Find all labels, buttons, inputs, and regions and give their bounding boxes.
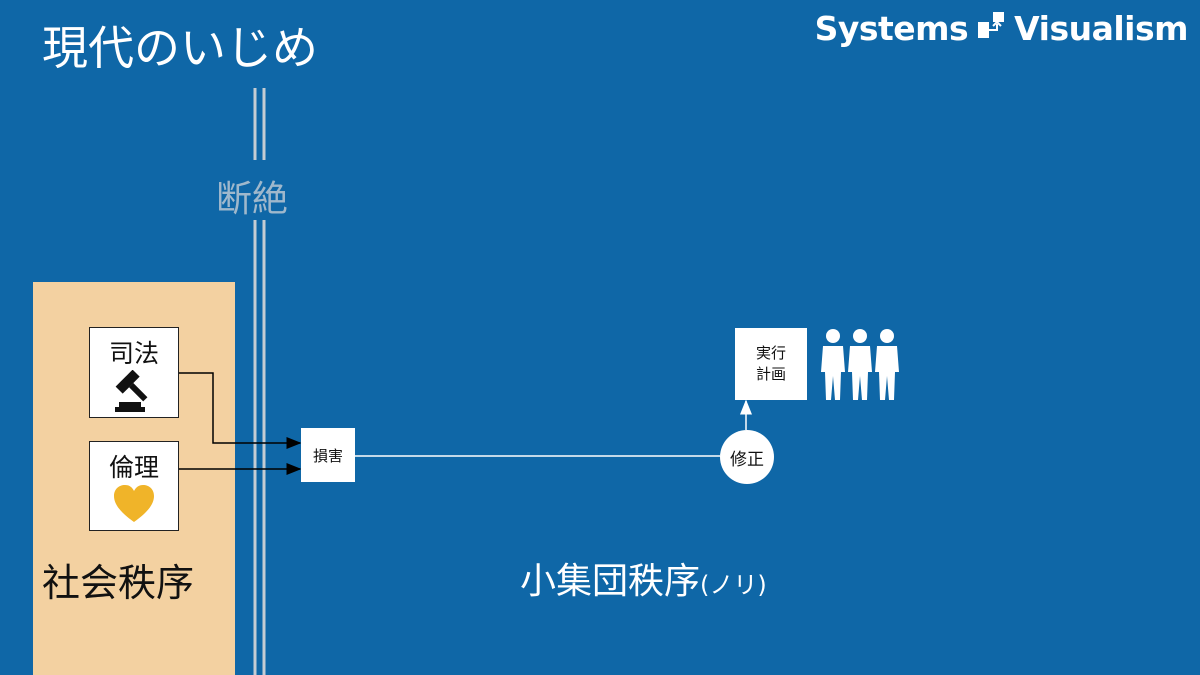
fix-circle: 修正: [720, 430, 774, 484]
action-plan-box: 実行 計画: [735, 328, 807, 400]
brand-left-text: Systems: [814, 8, 969, 48]
slide-title: 現代のいじめ: [42, 21, 318, 75]
group-of-people-icon: [821, 329, 899, 400]
gavel-icon: [115, 369, 148, 412]
judiciary-to-damage-arrow: [179, 372, 302, 449]
judiciary-label: 司法: [108, 339, 159, 368]
systems-logo-icon: [976, 9, 1006, 48]
small-group-label-main: 小集団秩序: [520, 561, 701, 602]
brand-right-text: Visualism: [1014, 8, 1188, 48]
break-label: 断絶: [216, 179, 289, 220]
small-group-label-note: (ノリ): [700, 571, 767, 599]
heart-icon: [114, 485, 154, 522]
plan-label-line2: 計画: [755, 365, 786, 383]
plan-label-line1: 実行: [755, 344, 786, 362]
judiciary-card: 司法: [89, 327, 179, 418]
ethics-label: 倫理: [108, 453, 159, 482]
social-order-label: 社会秩序: [42, 561, 195, 605]
brand-logo: Systems Visualism: [814, 6, 1189, 50]
ethics-card: 倫理: [89, 441, 179, 531]
damage-box: 損害: [301, 428, 355, 482]
small-group-order-label: 小集団秩序(ノリ): [520, 552, 767, 604]
break-divider: [253, 88, 266, 675]
